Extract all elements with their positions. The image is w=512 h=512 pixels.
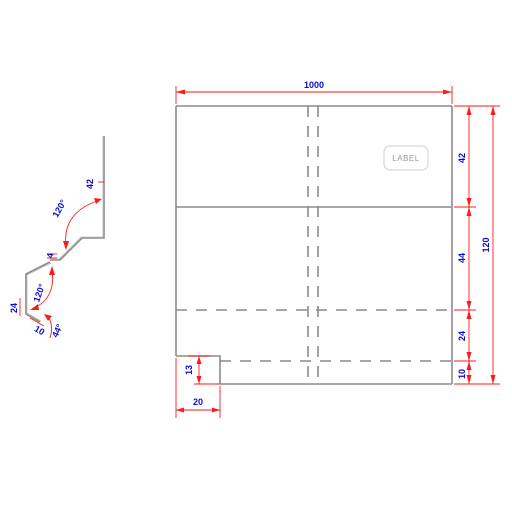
label-tag-text: LABEL [392,154,419,163]
profile-section: 42 120° 4 120° 24 10 44° [9,136,105,339]
profile-42-text: 42 [85,179,95,189]
panel: LABEL [175,105,453,385]
height-dimension-text: 120 [481,237,491,252]
width-dimension-text: 1000 [304,80,324,90]
profile-4-text: 4 [45,252,56,259]
notch-width-text: 20 [193,397,203,407]
profile-120-top-text: 120° [50,198,68,219]
profile-24-text: 24 [9,303,19,313]
segment-42-text: 42 [457,153,467,163]
segment-44-text: 44 [457,253,467,263]
segment-24-text: 24 [457,331,467,341]
label-tag-box [383,145,429,171]
segment-10-text: 10 [457,369,467,379]
profile-angle-arc-top [65,199,101,247]
profile-upper [50,136,105,261]
profile-44-text: 44° [50,322,65,339]
profile-lower [25,261,51,323]
notch-height-text: 13 [184,365,194,375]
panel-dimensions: 1000 42 44 24 10 120 13 [175,80,500,418]
profile-10-text: 10 [33,324,47,338]
